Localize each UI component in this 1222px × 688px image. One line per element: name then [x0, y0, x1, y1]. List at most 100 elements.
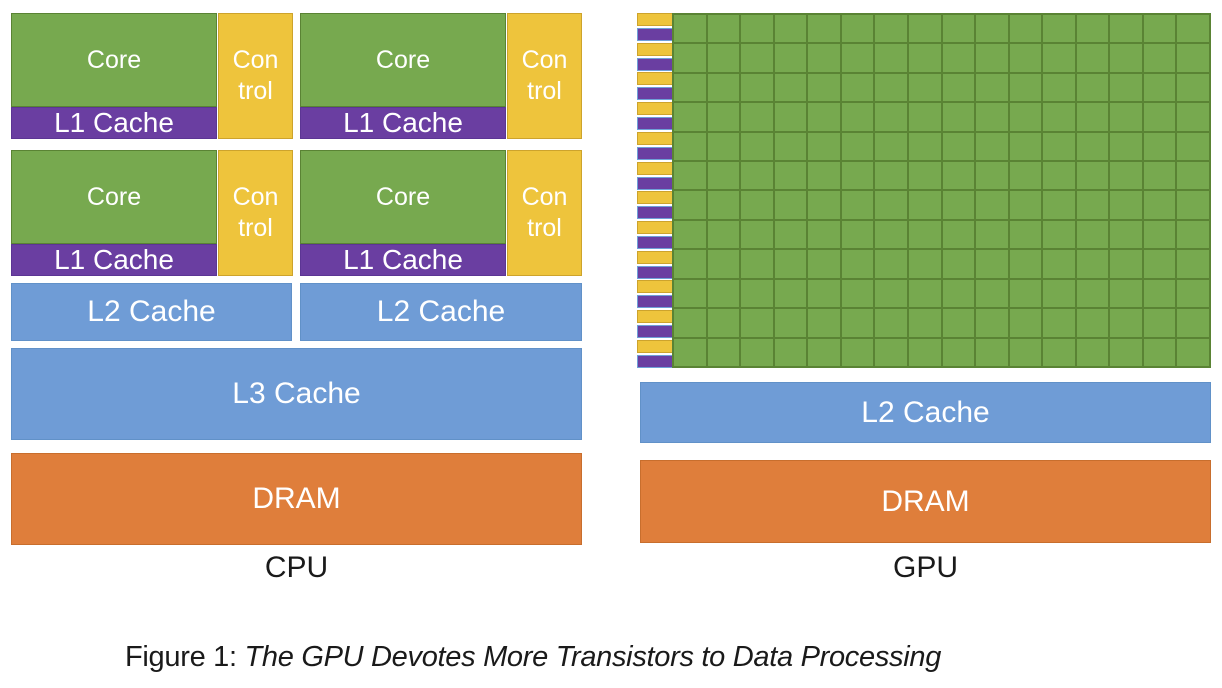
gpu-core-cell	[976, 162, 1008, 190]
cpu-label: CPU	[264, 551, 329, 584]
gpu-core-cell	[942, 309, 975, 337]
cpu-control-box: Con trol	[218, 150, 293, 276]
gpu-core-cell	[1043, 338, 1075, 366]
core-label: Core	[86, 182, 142, 211]
gpu-core-cell	[707, 250, 740, 278]
gpu-core-cell	[908, 15, 941, 43]
gpu-core-cell	[707, 44, 740, 72]
gpu-l1-cache-stripe	[637, 28, 673, 41]
gpu-stripe-row	[637, 13, 673, 41]
gpu-core-cell	[1076, 103, 1109, 131]
gpu-core-cell	[1076, 162, 1109, 190]
gpu-core-cell	[707, 103, 740, 131]
dram-label: DRAM	[252, 482, 341, 515]
gpu-core-cell	[942, 191, 975, 219]
gpu-core-cell	[1110, 73, 1142, 102]
gpu-core-cell	[1043, 73, 1075, 102]
gpu-core-cell	[741, 279, 773, 308]
gpu-l1-cache-stripe	[637, 87, 673, 101]
gpu-core-cell	[841, 220, 874, 249]
gpu-core-cell	[908, 132, 941, 161]
gpu-core-cell	[1009, 309, 1042, 337]
gpu-core-cell	[674, 191, 706, 219]
gpu-core-cell	[908, 103, 941, 131]
gpu-stripe-row	[637, 339, 673, 368]
gpu-core-cell	[1143, 220, 1176, 249]
gpu-core-cell	[1009, 191, 1042, 219]
gpu-core-cell	[741, 250, 773, 278]
gpu-core-cell	[1177, 15, 1209, 43]
gpu-core-cell	[942, 73, 975, 102]
gpu-core-cell	[1076, 309, 1109, 337]
gpu-core-cell	[976, 309, 1008, 337]
gpu-stripe-row	[637, 250, 673, 279]
gpu-core-cell	[875, 191, 907, 219]
gpu-stripe-row	[637, 310, 673, 339]
gpu-core-cell	[808, 44, 840, 72]
gpu-core-cell	[841, 103, 874, 131]
gpu-core-cell	[1076, 132, 1109, 161]
gpu-core-cell	[1177, 103, 1209, 131]
gpu-l1-cache-stripe	[637, 354, 673, 368]
control-label-line1: Con	[232, 46, 279, 74]
gpu-dram-bar: DRAM	[640, 460, 1211, 543]
gpu-core-cell	[707, 162, 740, 190]
gpu-core-cell	[875, 44, 907, 72]
gpu-core-cell	[1110, 309, 1142, 337]
gpu-core-cell	[707, 73, 740, 102]
gpu-l1-cache-stripe	[637, 206, 673, 220]
gpu-core-cell	[1110, 162, 1142, 190]
gpu-core-cell	[1177, 250, 1209, 278]
gpu-core-cell	[875, 73, 907, 102]
gpu-core-cell	[1043, 191, 1075, 219]
gpu-core-cell	[1043, 220, 1075, 249]
gpu-core-cell	[908, 309, 941, 337]
gpu-core-cell	[1110, 191, 1142, 219]
gpu-core-cell	[841, 15, 874, 43]
gpu-stripe-row	[637, 102, 673, 131]
gpu-core-cell	[942, 132, 975, 161]
cpu-control-box: Con trol	[507, 13, 582, 139]
gpu-core-cell	[674, 279, 706, 308]
gpu-core-cell	[1076, 338, 1109, 366]
cpu-l2-cache-bar-left: L2 Cache	[11, 283, 292, 341]
gpu-core-cell	[875, 279, 907, 308]
gpu-control-stripe	[637, 339, 673, 353]
gpu-stripe-row	[637, 191, 673, 220]
cpu-quadrant: Core Con trol L1 Cache	[11, 13, 293, 139]
gpu-l1-cache-stripe	[637, 236, 673, 250]
gpu-core-cell	[1177, 191, 1209, 219]
gpu-control-stripe	[637, 102, 673, 116]
gpu-core-cell	[707, 220, 740, 249]
cpu-control-box: Con trol	[507, 150, 582, 276]
gpu-core-cell	[808, 250, 840, 278]
gpu-l1-cache-stripe	[637, 295, 673, 309]
gpu-core-cell	[741, 15, 773, 43]
gpu-core-cell	[1110, 250, 1142, 278]
gpu-core-cell	[741, 132, 773, 161]
gpu-core-cell	[875, 250, 907, 278]
gpu-core-cell	[674, 73, 706, 102]
gpu-core-cell	[942, 44, 975, 72]
gpu-core-cell	[875, 220, 907, 249]
gpu-stripe-row	[637, 72, 673, 101]
gpu-core-cell	[1043, 279, 1075, 308]
gpu-control-l1-stripe-column	[637, 13, 673, 368]
dram-label: DRAM	[881, 484, 970, 518]
gpu-core-cell	[774, 162, 807, 190]
gpu-core-cell	[1043, 250, 1075, 278]
l2-cache-label: L2 Cache	[87, 295, 216, 328]
gpu-core-cell	[741, 103, 773, 131]
gpu-core-cell	[774, 103, 807, 131]
gpu-core-cell	[976, 279, 1008, 308]
gpu-core-cell	[976, 191, 1008, 219]
gpu-core-cell	[1177, 220, 1209, 249]
gpu-stripe-row	[637, 131, 673, 160]
gpu-core-cell	[908, 44, 941, 72]
gpu-core-cell	[942, 250, 975, 278]
gpu-core-cell	[841, 250, 874, 278]
gpu-core-cell	[1043, 309, 1075, 337]
gpu-core-cell	[908, 279, 941, 308]
gpu-core-cell	[808, 191, 840, 219]
gpu-core-cell	[1110, 338, 1142, 366]
